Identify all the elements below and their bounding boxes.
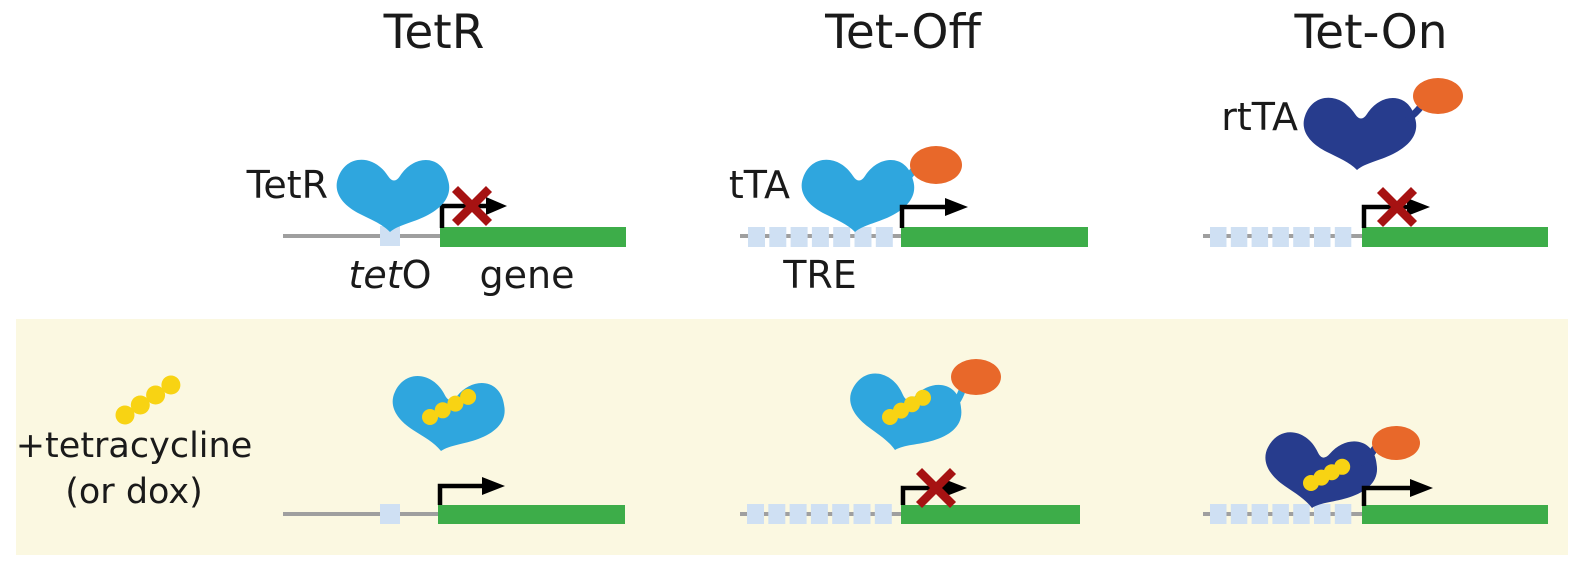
tre-site [1293,504,1310,524]
tetracycline-ring [460,388,477,405]
tetracycline-ring [915,389,931,406]
tre-site [768,504,786,524]
promoter-arrowhead [945,198,968,216]
promoter-arrowhead [1407,198,1430,216]
tetracycline-ring [447,395,464,412]
tre-site [1334,504,1352,524]
tetracycline-ring [161,375,181,395]
condition-label-line1: +tetracycline [16,426,253,466]
promoter-arrow [437,483,484,505]
tre-label: TRE [782,253,857,297]
teto-site [380,226,400,246]
inhibition-cross-icon [915,467,957,509]
tre-site [1314,504,1331,524]
tre-site [748,227,765,247]
tre-site [790,227,808,247]
gene-bar [1362,505,1548,524]
tetoff-top-scene: tTA TRE [729,146,1088,297]
tetr-bottom-scene [283,373,625,524]
promoter-arrow [1361,485,1412,506]
tre-site [747,504,764,524]
inhibition-cross-icon [1376,186,1418,228]
tre-site [833,227,851,247]
column-tetoff: Tet-Off tTA TRE [729,5,1088,524]
condition-label-line2: (or dox) [65,472,203,512]
tre-site [875,227,893,247]
teto-label: tetO [348,253,431,297]
column-teton: Tet-On rtTA [1203,5,1548,524]
tre-site [811,227,829,247]
gene-label: gene [480,253,575,297]
bound-tetracycline [422,388,477,425]
teton-bottom-scene [1203,426,1548,524]
rtta-activator-protein [1303,97,1417,170]
tetoff-bottom-scene [740,359,1080,524]
tetracycline-ring [130,395,150,415]
tetracycline-ring [422,409,438,425]
inhibition-cross-icon [451,185,493,227]
tre-site [769,227,787,247]
activation-domain [910,146,962,184]
activation-domain [1413,78,1463,114]
tre-site [832,504,850,524]
tre-sites [747,504,892,524]
gene-bar [901,505,1080,524]
bound-tetracycline [882,389,931,425]
gene-bar [901,227,1088,247]
gene-bar [438,505,625,524]
teto-label-roman: O [402,253,432,297]
tta-activator-protein [801,159,915,232]
condition-legend: +tetracycline (or dox) [16,375,253,512]
tetr-top-scene: TetR tetO gene [246,159,626,297]
tre-site [1230,227,1248,247]
tre-site [1334,227,1352,247]
tre-site [1293,227,1310,247]
promoter-arrowhead [944,479,967,497]
tetracycline-ring [146,385,166,405]
promoter-arrowhead [482,477,505,495]
tre-site [874,504,892,524]
promoter-arrowhead [486,197,507,215]
tre-site [789,504,807,524]
tetracycline-ring [434,402,451,419]
promoter-arrow [899,204,947,228]
bound-tetracycline [1303,458,1351,491]
tre-site [1210,504,1227,524]
rtta-protein-label: rtTA [1221,95,1298,139]
teto-site [380,504,400,524]
teton-top-scene: rtTA [1203,78,1548,247]
tetr-protein-label: TetR [246,163,328,207]
tta-protein-label: tTA [729,163,790,207]
gene-bar [440,227,626,247]
tre-site [1210,227,1227,247]
tetr-repressor-protein [336,159,450,232]
tre-sites [1210,227,1352,247]
gene-bar [1362,227,1548,247]
tre-site [1251,504,1269,524]
column-title-teton: Tet-On [1293,5,1447,60]
tre-site [1272,504,1289,524]
promoter-arrowhead [1410,479,1433,497]
column-title-tetr: TetR [383,5,485,60]
column-title-tetoff: Tet-Off [824,5,982,60]
activation-domain [1372,426,1420,460]
activation-domain [951,359,1001,395]
tetracycline-molecule [115,375,181,425]
tre-site [810,504,828,524]
teto-label-italic: tet [348,253,403,297]
tre-site [1251,227,1269,247]
tre-site [1314,227,1331,247]
tre-sites [1210,504,1352,524]
tre-site [1272,227,1289,247]
tre-site [854,227,872,247]
tre-site [1230,504,1248,524]
column-tetr: TetR TetR tetO gene [246,5,626,524]
tre-sites [748,227,893,247]
tetracycline-ring [1334,458,1351,475]
tetracycline-ring [115,405,135,425]
tre-site [853,504,871,524]
